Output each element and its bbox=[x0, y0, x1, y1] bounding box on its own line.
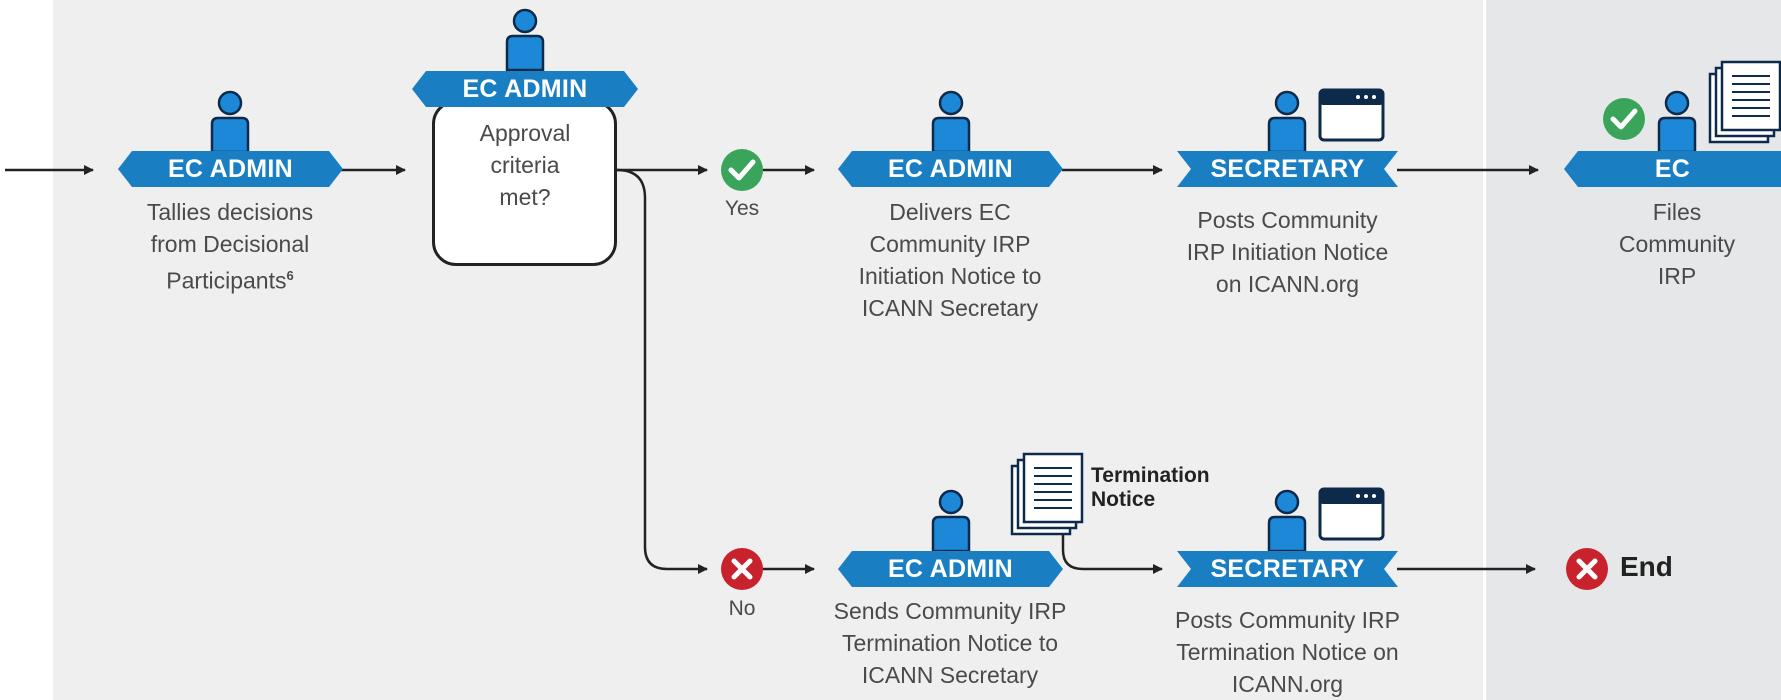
document-stack-icon-file bbox=[1708, 60, 1781, 144]
check-icon-file bbox=[1603, 98, 1645, 140]
decision-text-line-3: met? bbox=[499, 184, 551, 210]
tally-line-3: Participants bbox=[166, 267, 287, 294]
post-term-line-1: Posts Community IRP bbox=[1175, 607, 1400, 633]
panel-divider bbox=[1483, 0, 1486, 700]
step-text-post-init: Posts Community IRP Initiation Notice on… bbox=[1160, 204, 1415, 300]
step-text-send-term: Sends Community IRP Termination Notice t… bbox=[815, 595, 1085, 691]
branch-label-no: No bbox=[728, 597, 756, 620]
branch-label-yes: Yes bbox=[724, 197, 760, 220]
send-term-line-2: Termination Notice to bbox=[841, 630, 1059, 656]
person-icon-tally bbox=[210, 90, 250, 154]
step-text-file: Files Community IRP bbox=[1597, 196, 1757, 292]
post-term-line-2: Termination Notice on bbox=[1176, 639, 1399, 665]
post-init-line-2: IRP Initiation Notice bbox=[1186, 239, 1389, 265]
deliver-line-1: Delivers EC bbox=[889, 199, 1011, 225]
termination-notice-label: Termination Notice bbox=[1091, 464, 1210, 512]
file-line-2: Community bbox=[1618, 231, 1736, 257]
role-ribbon-send-term: EC ADMIN bbox=[838, 551, 1063, 587]
post-init-line-3: on ICANN.org bbox=[1215, 271, 1360, 297]
role-ribbon-post-init: SECRETARY bbox=[1177, 151, 1398, 187]
person-icon-deliver bbox=[931, 90, 971, 154]
role-ribbon-decision: EC ADMIN bbox=[412, 71, 638, 107]
file-line-3: IRP bbox=[1657, 263, 1697, 289]
document-stack-icon-termination bbox=[1010, 452, 1084, 536]
role-ribbon-file: EC bbox=[1564, 151, 1781, 187]
post-init-line-1: Posts Community bbox=[1197, 207, 1378, 233]
tally-line-1: Tallies decisions bbox=[146, 199, 314, 225]
end-label: End bbox=[1620, 551, 1673, 582]
termination-notice-line-1: Termination bbox=[1091, 464, 1210, 487]
post-term-line-3: ICANN.org bbox=[1231, 671, 1344, 697]
person-icon-file bbox=[1657, 90, 1697, 154]
person-icon-send-term bbox=[931, 489, 971, 553]
x-icon-no bbox=[721, 548, 763, 590]
decision-text-line-1: Approval bbox=[479, 120, 571, 146]
step-text-tally: Tallies decisions from Decisional Partic… bbox=[110, 196, 350, 297]
role-ribbon-post-term: SECRETARY bbox=[1177, 551, 1398, 587]
browser-window-icon-term bbox=[1318, 487, 1385, 541]
send-term-line-3: ICANN Secretary bbox=[861, 662, 1039, 688]
role-ribbon-deliver: EC ADMIN bbox=[838, 151, 1063, 187]
deliver-line-4: ICANN Secretary bbox=[861, 295, 1039, 321]
browser-window-icon-init bbox=[1318, 88, 1385, 142]
person-icon-post-init bbox=[1267, 90, 1307, 154]
step-text-post-term: Posts Community IRP Termination Notice o… bbox=[1155, 604, 1420, 700]
step-text-deliver: Delivers EC Community IRP Initiation Not… bbox=[820, 196, 1080, 324]
arrow-notice-to-post bbox=[1061, 530, 1163, 574]
footnote-marker: 6 bbox=[286, 268, 294, 283]
file-line-1: Files bbox=[1652, 199, 1702, 225]
deliver-line-3: Initiation Notice to bbox=[858, 263, 1042, 289]
termination-notice-line-2: Notice bbox=[1091, 488, 1156, 511]
check-icon-yes bbox=[721, 149, 763, 191]
decision-text: Approval criteria met? bbox=[440, 117, 610, 213]
person-icon-post-term bbox=[1267, 489, 1307, 553]
person-icon-decision bbox=[505, 8, 545, 72]
deliver-line-2: Community IRP bbox=[869, 231, 1031, 257]
send-term-line-1: Sends Community IRP bbox=[833, 598, 1067, 624]
x-icon-end bbox=[1566, 548, 1608, 590]
decision-text-line-2: criteria bbox=[490, 152, 560, 178]
arrow-decision-to-no bbox=[616, 168, 708, 574]
role-ribbon-tally: EC ADMIN bbox=[118, 151, 343, 187]
tally-line-2: from Decisional bbox=[150, 231, 310, 257]
